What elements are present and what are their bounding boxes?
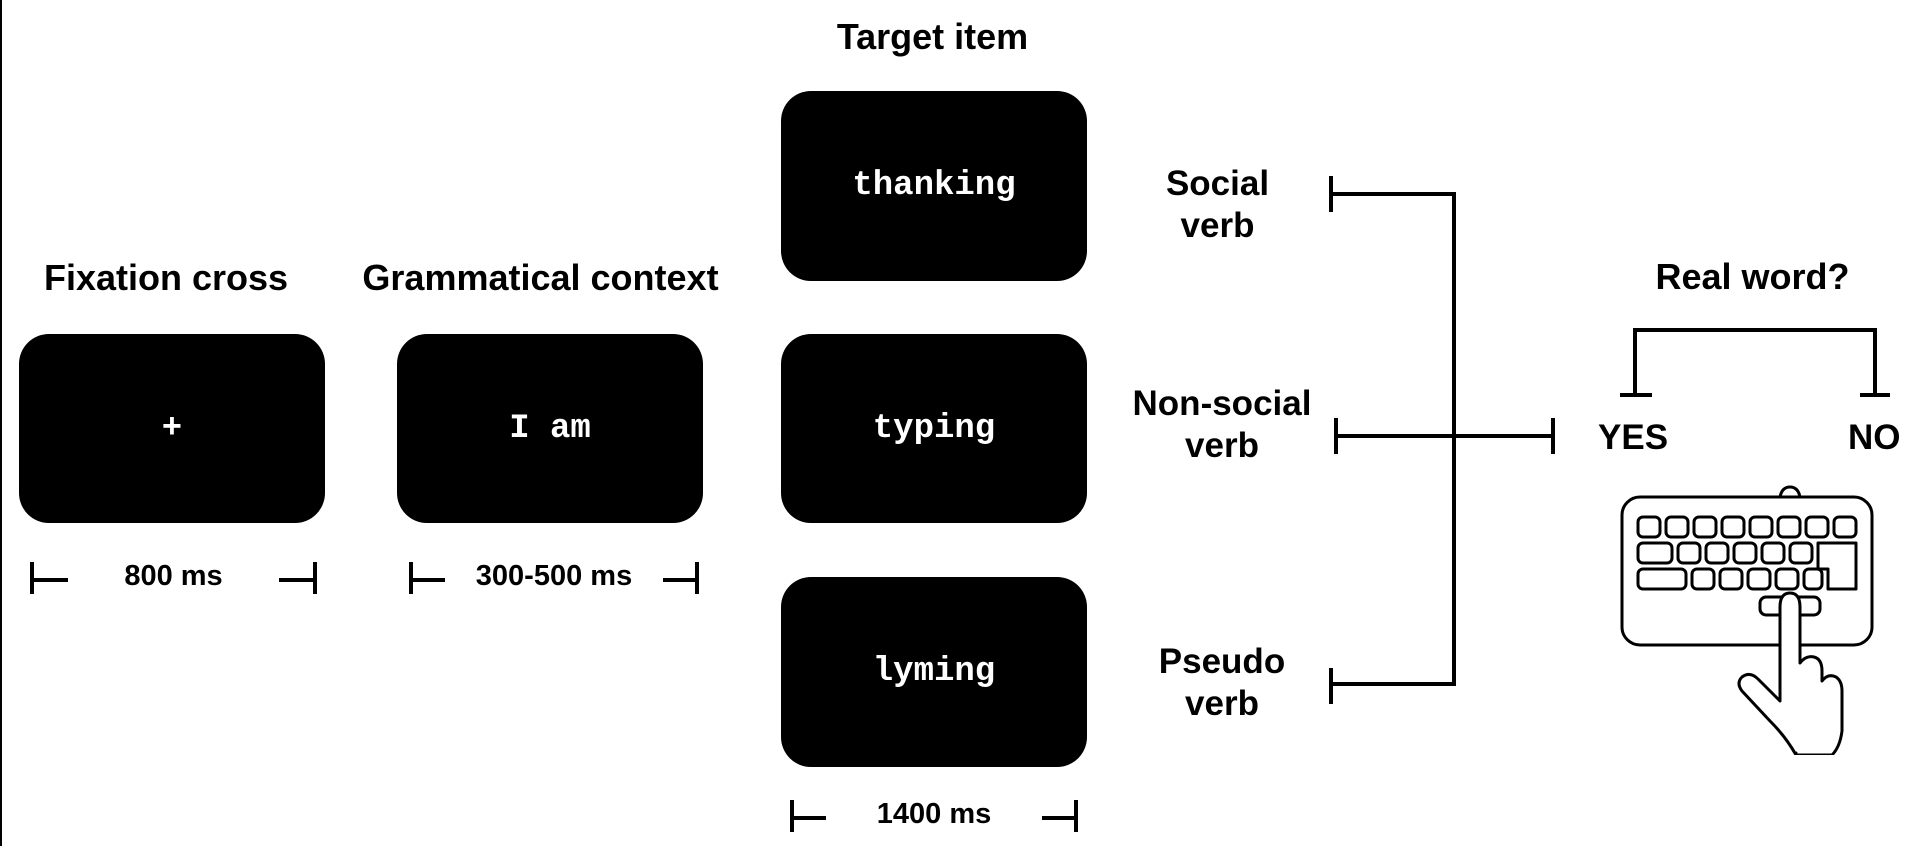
bracket-right-arm: [279, 578, 317, 582]
bracket-right-arm: [663, 578, 699, 582]
label-nonsocial-line1: Non-social: [1132, 384, 1312, 423]
bracket-right-tick: [695, 562, 699, 594]
context-heading: Grammatical context: [362, 257, 719, 298]
fixation-heading: Fixation cross: [43, 257, 289, 298]
keyboard-body: [1620, 495, 1874, 647]
target-stimulus-pseudo: lyming: [872, 653, 996, 691]
label-pseudo-line1: Pseudo: [1158, 642, 1286, 681]
bracket-left-arm: [30, 578, 68, 582]
target-screen-pseudo: lyming: [781, 577, 1087, 767]
label-pseudo-line2: verb: [1185, 684, 1259, 723]
target-duration: 1400 ms: [876, 798, 992, 830]
fixation-duration: 800 ms: [124, 560, 223, 592]
context-screen: I am: [397, 334, 703, 523]
fixation-duration-bracket: 800 ms: [30, 560, 317, 596]
context-stimulus: I am: [509, 409, 591, 448]
keyboard-keys: [1636, 515, 1858, 617]
left-border-line: [0, 0, 2, 846]
keyboard-cable: [1778, 485, 1802, 499]
bracket-left-arm: [409, 578, 445, 582]
label-social-verb: Social verb: [1115, 163, 1320, 247]
answer-yes: YES: [1598, 418, 1669, 457]
context-duration-bracket: 300-500 ms: [409, 560, 699, 596]
target-heading: Target item: [836, 16, 1029, 57]
bracket-right-tick: [1074, 800, 1078, 832]
label-social-line1: Social: [1165, 164, 1270, 203]
answer-no: NO: [1848, 418, 1901, 457]
context-duration: 300-500 ms: [475, 560, 633, 592]
label-social-line2: verb: [1180, 206, 1255, 245]
target-stimulus-social: thanking: [852, 167, 1016, 205]
pressing-hand: [1737, 591, 1844, 755]
response-question: Real word?: [1655, 256, 1850, 297]
label-nonsocial-line2: verb: [1185, 426, 1259, 465]
target-stimulus-nonsocial: typing: [872, 409, 996, 448]
bracket-right-arm: [1042, 816, 1078, 820]
keyboard-press-icon: [1620, 485, 1874, 755]
label-pseudo-verb: Pseudo verb: [1115, 641, 1329, 725]
bracket-left-arm: [790, 816, 826, 820]
target-screen-social: thanking: [781, 91, 1087, 281]
bracket-right-tick: [313, 562, 317, 594]
label-nonsocial-verb: Non-social verb: [1115, 383, 1329, 467]
fixation-screen: +: [19, 334, 325, 523]
target-duration-bracket: 1400 ms: [790, 798, 1078, 834]
fixation-stimulus: +: [161, 409, 183, 448]
target-screen-nonsocial: typing: [781, 334, 1087, 523]
